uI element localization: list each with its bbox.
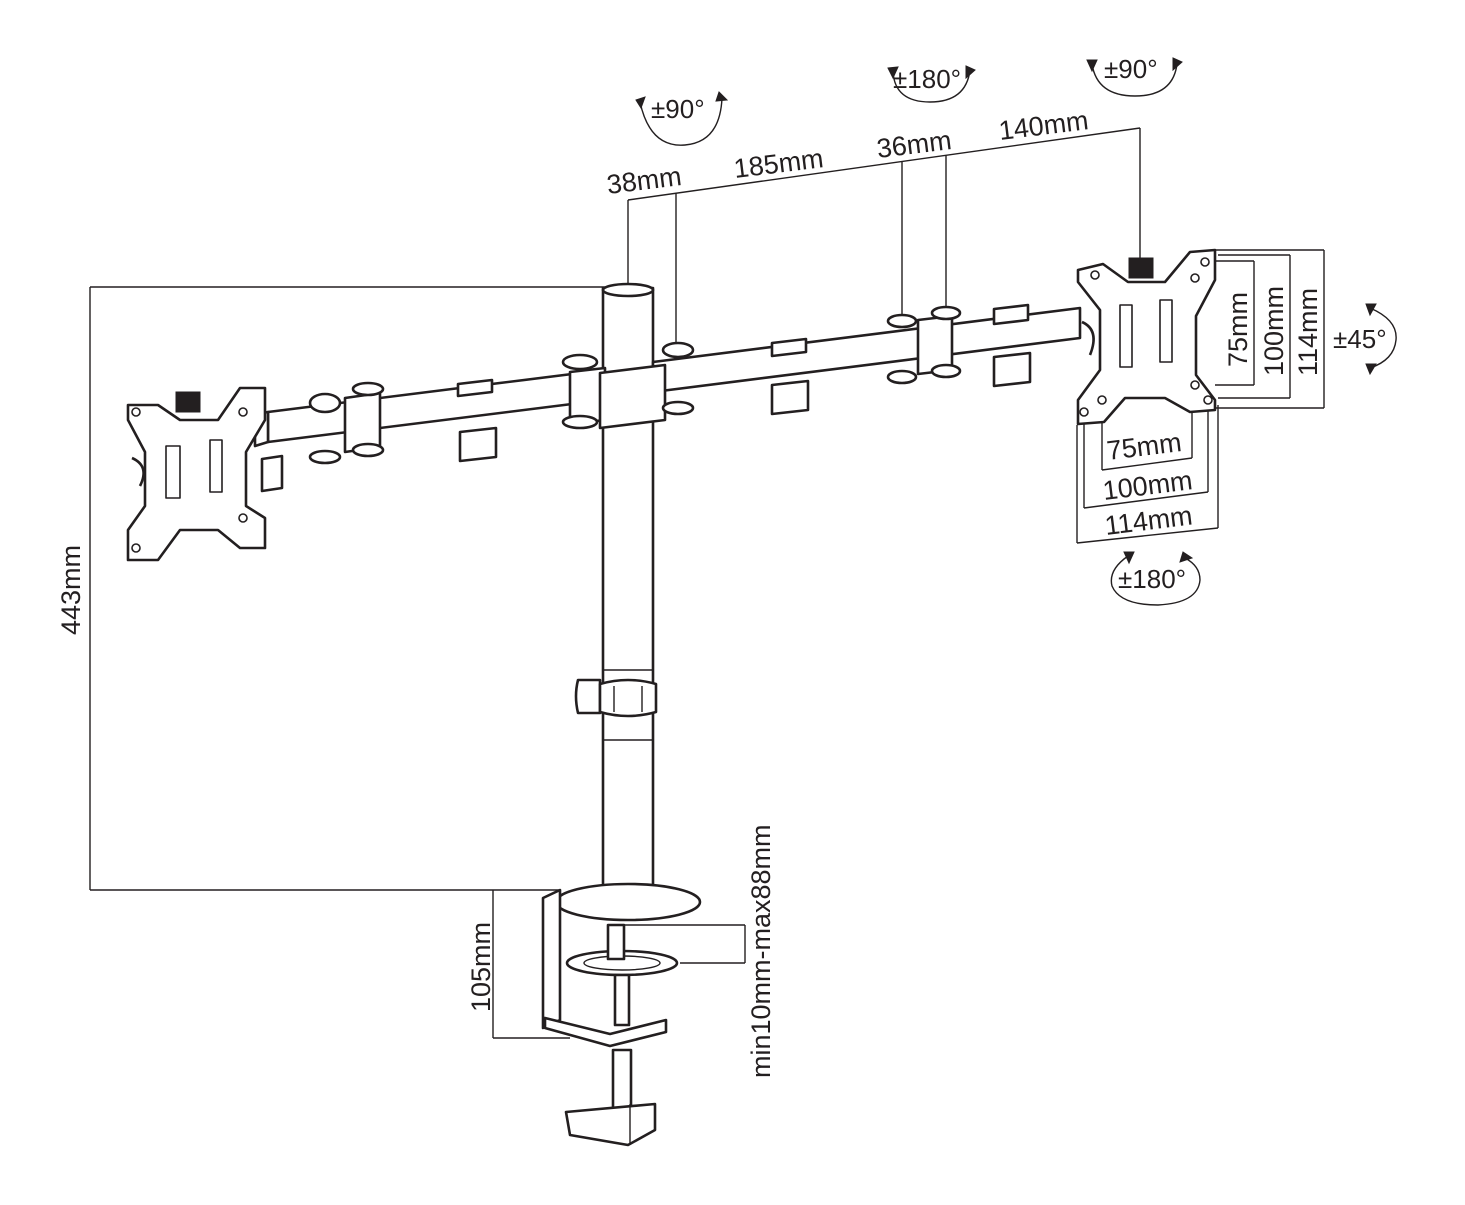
arm-seg-185-label: 185mm bbox=[732, 143, 825, 184]
vesa-horizontal-114-label: 114mm bbox=[1103, 500, 1194, 541]
desk-clamp bbox=[541, 882, 702, 1147]
tilt-label: ±45° bbox=[1333, 324, 1387, 354]
rotation-arrow-icon bbox=[635, 91, 729, 146]
left-vesa-plate bbox=[126, 386, 267, 562]
vesa-vertical-100-label: 100mm bbox=[1259, 286, 1289, 376]
cable-clip bbox=[574, 678, 658, 718]
rotation-arrow-icon bbox=[1110, 551, 1201, 606]
elbow-rotation-label: ±180° bbox=[893, 64, 961, 94]
vesa-horizontal-100-label: 100mm bbox=[1101, 465, 1194, 506]
desk-thickness-label: min10mm-max88mm bbox=[746, 824, 776, 1078]
arm-seg-140-label: 140mm bbox=[997, 105, 1090, 146]
left-arm bbox=[253, 353, 607, 493]
vesa-vertical-114-label: 114mm bbox=[1293, 288, 1323, 376]
rotation-arrow-icon bbox=[887, 65, 976, 103]
inner-arm-rotation-label: ±90° bbox=[651, 94, 705, 124]
head-swivel-label: ±90° bbox=[1104, 54, 1158, 84]
pole-height-label: 443mm bbox=[56, 545, 86, 635]
rotation-arrow-icon bbox=[1365, 303, 1397, 376]
right-vesa-plate bbox=[1076, 248, 1217, 426]
right-arm bbox=[598, 303, 1082, 430]
vesa-vertical-75-label: 75mm bbox=[1223, 292, 1253, 367]
arm-seg-36-label: 36mm bbox=[875, 125, 953, 164]
plate-rotation-label: ±180° bbox=[1118, 564, 1186, 594]
rotation-arrow-icon bbox=[1086, 57, 1183, 97]
rotation-labels: ±90° ±180° ±90° ±45° ±180° bbox=[651, 54, 1387, 594]
dimension-lines bbox=[89, 127, 1325, 1039]
clamp-height-label: 105mm bbox=[466, 922, 496, 1012]
